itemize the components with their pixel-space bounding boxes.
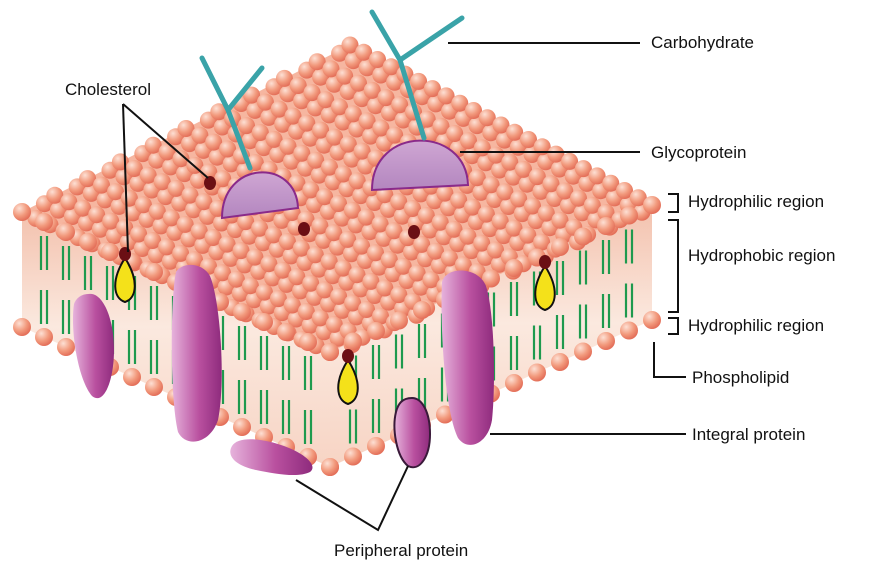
leader-peripheral-protein — [296, 466, 408, 530]
label-hydrophobic-region: Hydrophobic region — [688, 246, 835, 266]
leader-phospholipid — [654, 342, 686, 377]
label-hydrophilic-region-bottom: Hydrophilic region — [688, 316, 824, 336]
label-integral-protein: Integral protein — [692, 425, 805, 445]
bracket-hydrophobic — [668, 220, 678, 312]
bracket-hydrophilic-top — [668, 194, 678, 212]
label-phospholipid: Phospholipid — [692, 368, 789, 388]
integral-protein-left — [172, 265, 222, 442]
label-peripheral-protein: Peripheral protein — [334, 541, 468, 561]
peripheral-protein-right — [395, 398, 431, 467]
bracket-hydrophilic-bottom — [668, 318, 678, 334]
label-cholesterol: Cholesterol — [65, 80, 151, 100]
label-carbohydrate: Carbohydrate — [651, 33, 754, 53]
cholesterol-dot-2 — [298, 222, 310, 236]
cholesterol-dot-3 — [408, 225, 420, 239]
label-hydrophilic-region-top: Hydrophilic region — [688, 192, 824, 212]
cholesterol-dot-1 — [204, 176, 216, 190]
label-glycoprotein: Glycoprotein — [651, 143, 746, 163]
